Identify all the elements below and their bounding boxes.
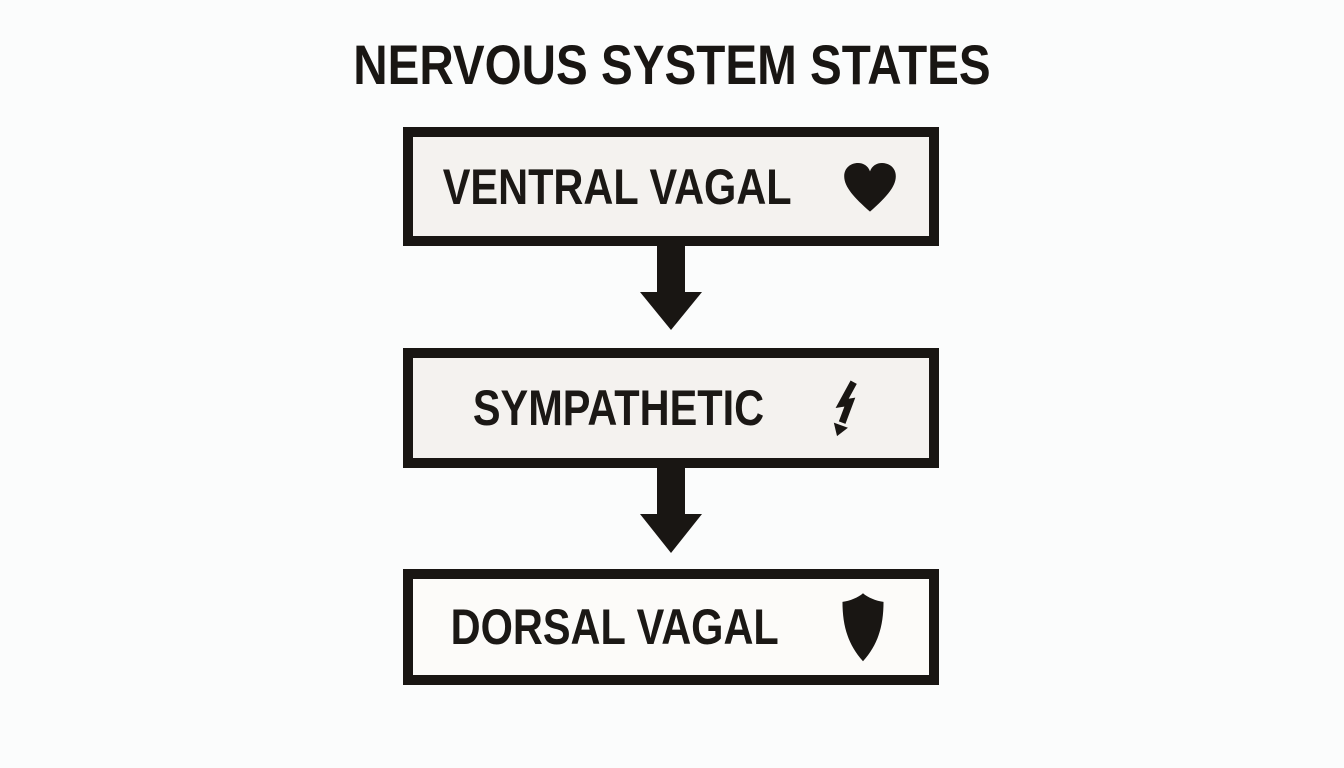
node-label: DORSAL VAGAL — [450, 599, 780, 655]
heart-icon — [840, 160, 900, 214]
flow-node-dorsal-vagal: DORSAL VAGAL — [403, 569, 939, 685]
down-arrow-head — [640, 514, 702, 553]
page-title-text: NERVOUS SYSTEM STATES — [353, 33, 991, 96]
node-label: VENTRAL VAGAL — [442, 158, 792, 215]
lightning-bolt-icon — [828, 379, 864, 438]
flow-node-sympathetic: SYMPATHETIC — [403, 348, 939, 468]
down-arrow-stem — [657, 240, 685, 295]
node-label: SYMPATHETIC — [472, 380, 764, 436]
down-arrow-head — [640, 292, 702, 330]
down-arrow-stem — [657, 462, 685, 517]
flow-node-ventral-vagal: VENTRAL VAGAL — [403, 127, 939, 246]
page-title: NERVOUS SYSTEM STATES — [0, 31, 1344, 98]
shield-icon — [836, 591, 890, 664]
